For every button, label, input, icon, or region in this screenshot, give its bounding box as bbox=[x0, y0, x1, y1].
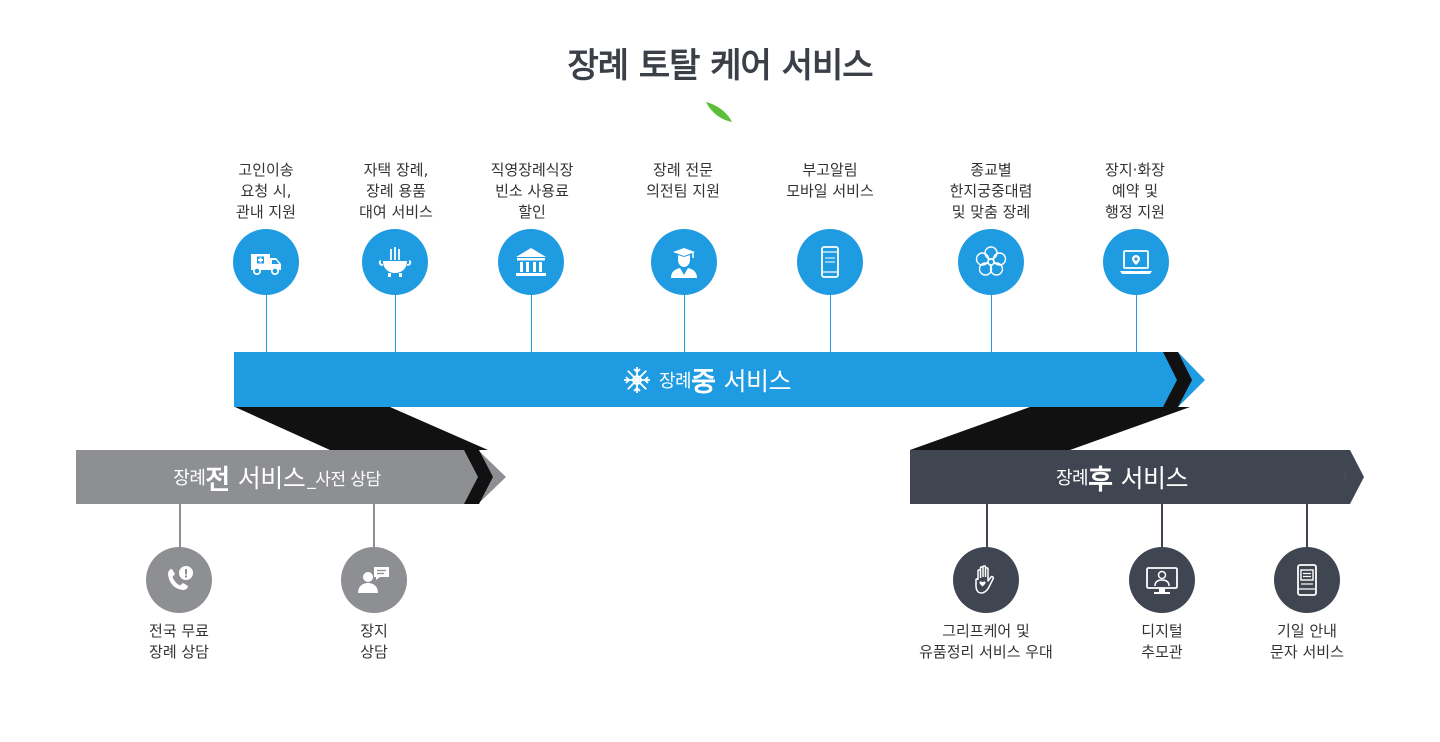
ambulance-icon bbox=[251, 254, 281, 276]
before-label-strong: 전 bbox=[205, 464, 230, 496]
leaf-icon bbox=[706, 102, 732, 122]
after-band bbox=[910, 450, 1346, 504]
during-item-circle bbox=[651, 229, 717, 295]
snowflake-icon bbox=[624, 366, 650, 393]
flower-icon bbox=[975, 246, 1007, 276]
before-item-stem bbox=[179, 504, 181, 548]
after-item-label: 기일 안내 문자 서비스 bbox=[1270, 622, 1344, 661]
after-item-stem bbox=[1306, 504, 1308, 548]
during-item-stem bbox=[530, 295, 532, 352]
page-title: 장례 토탈 케어 서비스 bbox=[567, 46, 873, 86]
after-item-stem bbox=[986, 504, 988, 548]
after-band-label: 장례 후 서비스 bbox=[910, 450, 1334, 504]
during-item-circle bbox=[797, 229, 863, 295]
after-item-stem bbox=[1161, 504, 1163, 548]
monitor-person-icon bbox=[1146, 567, 1178, 594]
during-item-label: 자택 장례, 장례 용품 대여 서비스 bbox=[359, 161, 433, 221]
after-item-circle bbox=[1129, 547, 1195, 613]
during-item-label: 고인이송 요청 시, 관내 지원 bbox=[236, 161, 296, 221]
during-item-circle bbox=[233, 229, 299, 295]
incense-burner-icon bbox=[378, 247, 412, 277]
during-item-circle bbox=[1103, 229, 1169, 295]
laptop-icon bbox=[1120, 250, 1152, 274]
before-item-label: 장지 상담 bbox=[360, 622, 388, 661]
before-label-tail: _사전 상담 bbox=[307, 469, 381, 490]
phone-message-icon bbox=[1297, 564, 1317, 596]
during-item-label: 직영장례식장 빈소 사용료 할인 bbox=[490, 161, 574, 221]
during-item-label: 장례 전문 의전팀 지원 bbox=[646, 161, 720, 200]
before-chevron bbox=[464, 450, 493, 504]
before-band-label: 장례 전 서비스 _사전 상담 bbox=[76, 450, 478, 504]
building-icon bbox=[516, 248, 546, 276]
after-label-prefix: 장례 bbox=[1056, 468, 1089, 489]
phone-icon bbox=[168, 566, 193, 590]
consult-icon bbox=[358, 567, 389, 593]
mobile-icon bbox=[821, 246, 839, 278]
after-item-label: 디지털 추모관 bbox=[1141, 622, 1183, 661]
during-label-prefix: 장례 bbox=[659, 370, 692, 392]
during-item-stem bbox=[683, 295, 685, 352]
during-item-stem bbox=[394, 295, 396, 352]
during-label-strong: 중 bbox=[691, 367, 716, 398]
after-item-circle bbox=[953, 547, 1019, 613]
during-item-circle bbox=[958, 229, 1024, 295]
during-item-label: 종교별 한지궁중대렴 및 맞춤 장례 bbox=[949, 161, 1033, 221]
before-label-prefix: 장례 bbox=[173, 468, 206, 489]
during-label-rest: 서비스 bbox=[723, 366, 791, 396]
during-chevron bbox=[1163, 352, 1192, 407]
graduate-icon bbox=[671, 248, 697, 278]
during-item-circle bbox=[498, 229, 564, 295]
during-band bbox=[234, 352, 1205, 407]
before-item-label: 전국 무료 장례 상담 bbox=[149, 622, 209, 661]
during-item-circle bbox=[362, 229, 428, 295]
during-item-stem bbox=[990, 295, 992, 352]
after-label-strong: 후 bbox=[1088, 464, 1113, 496]
during-item-stem bbox=[265, 295, 267, 352]
before-item-stem bbox=[373, 504, 375, 548]
after-item-circle bbox=[1274, 547, 1340, 613]
before-item-circle bbox=[146, 547, 212, 613]
before-band bbox=[76, 450, 506, 504]
during-item-stem bbox=[1135, 295, 1137, 352]
during-item-stem bbox=[829, 295, 831, 352]
before-connector bbox=[235, 407, 488, 450]
before-label-rest: 서비스 bbox=[237, 464, 306, 493]
during-item-label: 부고알림 모바일 서비스 bbox=[786, 161, 874, 200]
during-item-label: 장지·화장 예약 및 행정 지원 bbox=[1105, 161, 1165, 221]
before-item-circle bbox=[341, 547, 407, 613]
after-chevron bbox=[1332, 450, 1364, 504]
heart-hand-icon bbox=[975, 565, 994, 594]
after-item-label: 그리프케어 및 유품정리 서비스 우대 bbox=[919, 622, 1053, 661]
after-connector bbox=[910, 407, 1190, 450]
after-label-rest: 서비스 bbox=[1120, 464, 1188, 493]
during-band-label: 장례 중 서비스 bbox=[234, 352, 1178, 407]
